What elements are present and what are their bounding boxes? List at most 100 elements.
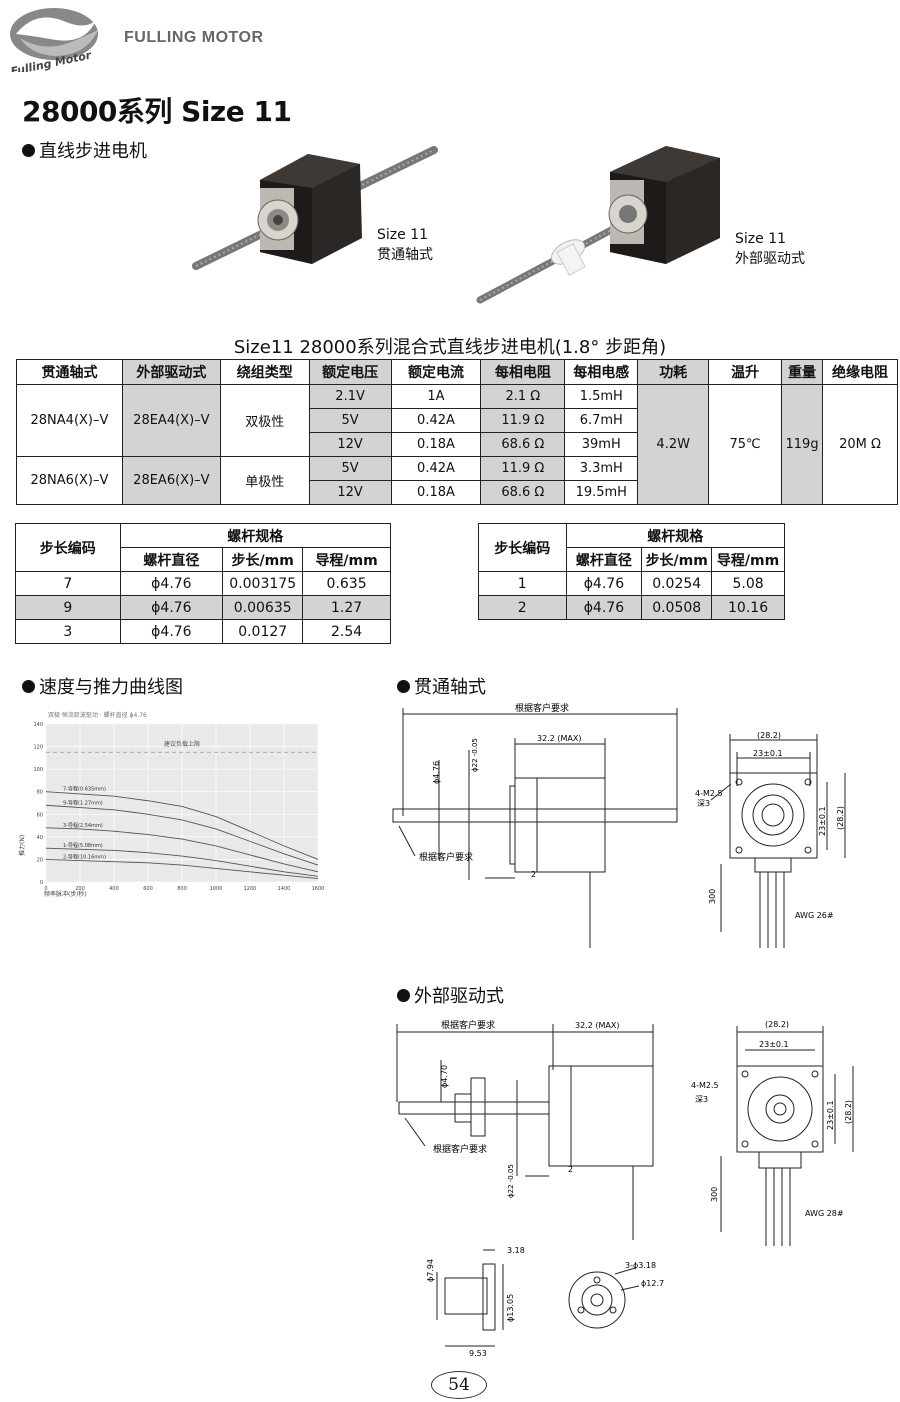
section-label: 贯通轴式 — [414, 677, 486, 698]
dim-nut-body-dia: ϕ13.05 — [506, 1294, 515, 1322]
dim-depth: 深3 — [695, 1095, 708, 1104]
chart-xtick-label: 400 — [109, 886, 119, 892]
motor-caption-external: Size 11 外部驱动式 — [735, 231, 805, 267]
dim-nut-len: 3.18 — [507, 1246, 525, 1255]
col-temp-rise: 温升 — [708, 359, 783, 385]
dim-side: (28.2) — [765, 1020, 789, 1029]
dim-side-v: (28.2) — [836, 806, 845, 830]
section-linear-stepper: 直线步进电机 — [22, 137, 147, 163]
cell-resistance: 11.9 Ω — [480, 408, 566, 433]
section-label: 速度与推力曲线图 — [39, 677, 183, 698]
dim-nut-flange-len: 9.53 — [469, 1349, 487, 1358]
cell-resistance: 2.1 Ω — [480, 384, 566, 409]
lead-code-header: 步长编码 — [15, 523, 121, 572]
chart-ytick-label: 40 — [37, 835, 43, 841]
section-through: 贯通轴式 — [397, 673, 486, 699]
dim-nut-flange-dia: ϕ7.94 — [426, 1259, 435, 1282]
section-curve: 速度与推力曲线图 — [22, 673, 183, 699]
bullet-icon — [22, 144, 35, 157]
dim-holes: 4-M2.5 — [695, 789, 723, 798]
cell-external-model: 28EA4(X)–V — [121, 384, 221, 457]
external-drive-motor-image — [476, 146, 720, 304]
lead-screw-header: 螺杆规格 — [119, 523, 392, 548]
brand-name: FULLING MOTOR — [124, 29, 264, 46]
dim-boss-len: 2 — [531, 870, 536, 879]
table-row: 2 ϕ4.76 0.0508 10.16 — [478, 595, 785, 620]
lead-screw-header: 螺杆规格 — [565, 523, 786, 548]
cell-inductance: 19.5mH — [564, 480, 639, 505]
table-row: 28NA6(X)–V 28EA6(X)–V 单极性 5V 0.42A 11.9 … — [16, 456, 898, 505]
cell-external-model: 28EA6(X)–V — [121, 456, 221, 505]
dim-len-max: 32.2 (MAX) — [575, 1021, 619, 1030]
table-row: 7 ϕ4.76 0.003175 0.635 — [15, 571, 391, 596]
dim-shaft-dia: ϕ4.70 — [440, 1065, 449, 1088]
chart-xtick-label: 1200 — [244, 886, 257, 892]
lead-table-right: 步长编码 螺杆规格 螺杆直径 步长/mm 导程/mm 1 ϕ4.76 0.025… — [478, 523, 786, 620]
chart-ytick-label: 80 — [37, 790, 43, 796]
spec-table-title: Size11 28000系列混合式直线步进电机(1.8° 步距角) — [233, 337, 667, 358]
lead-value: 5.08 — [711, 571, 785, 596]
page-title: 28000系列 Size 11 — [22, 95, 292, 128]
dim-lead-len: 300 — [708, 889, 717, 904]
chart-series-label: 1-导程(5.08mm) — [63, 842, 103, 849]
dim-wire: AWG 28# — [805, 1209, 844, 1218]
lead-step: 0.0127 — [222, 619, 304, 644]
lead-code: 2 — [478, 595, 567, 620]
dim-boss-len: 2 — [568, 1165, 573, 1174]
lead-code: 3 — [15, 619, 121, 644]
dim-nut-pcd: ϕ12.7 — [641, 1279, 664, 1288]
lead-diameter: ϕ4.76 — [119, 595, 224, 620]
dim-hole-spacing-v: 23±0.1 — [826, 1100, 835, 1130]
cell-voltage: 2.1V — [308, 384, 392, 409]
table-row: 9 ϕ4.76 0.00635 1.27 — [15, 595, 391, 620]
dim-wire: AWG 26# — [795, 911, 834, 920]
nut-front-view — [568, 1271, 626, 1329]
cell-current: 1A — [390, 384, 482, 409]
cell-winding: 单极性 — [219, 456, 310, 505]
cell-current: 0.42A — [390, 456, 482, 481]
col-resistance: 每相电阻 — [480, 359, 566, 385]
bullet-icon — [397, 989, 410, 1002]
lead-step: 0.0254 — [641, 571, 713, 596]
cell-voltage: 12V — [308, 432, 392, 457]
lead-code: 7 — [15, 571, 121, 596]
chart-series-line — [45, 791, 319, 860]
cell-inductance: 3.3mH — [564, 456, 639, 481]
chart-ytick-label: 100 — [33, 767, 43, 773]
dim-side: (28.2) — [757, 731, 781, 740]
chart-xtick-label: 800 — [177, 886, 187, 892]
lead-step: 0.003175 — [222, 571, 304, 596]
cell-temp-rise: 75℃ — [708, 384, 783, 505]
dim-hole-spacing: 23±0.1 — [753, 749, 783, 758]
chart-xtick-label: 1400 — [278, 886, 291, 892]
bullet-icon — [397, 680, 410, 693]
motor-body — [548, 1065, 654, 1167]
lead-sub-header: 螺杆直径 — [565, 547, 643, 572]
col-voltage: 额定电压 — [308, 359, 392, 385]
dim-depth: 深3 — [697, 799, 710, 808]
dim-boss-dia: ϕ22 -0.05 — [471, 738, 479, 772]
lead-sub-header: 步长/mm — [641, 547, 713, 572]
lead-diameter: ϕ4.76 — [119, 619, 224, 644]
chart-series-line — [45, 827, 319, 873]
lead-screw — [398, 1101, 550, 1115]
cell-resistance: 68.6 Ω — [480, 480, 566, 505]
chart-xlabel: 频率脉冲(步/秒) — [44, 890, 87, 898]
lead-code: 9 — [15, 595, 121, 620]
through-shaft-motor-image — [192, 146, 438, 270]
cell-inductance: 39mH — [564, 432, 639, 457]
lead-diameter: ϕ4.76 — [119, 571, 224, 596]
table-row: 12V 0.18A 68.6 Ω 19.5mH — [17, 480, 898, 505]
cell-current: 0.42A — [390, 408, 482, 433]
speed-thrust-chart: 双极·恒流斩波驱动 · 螺杆直径 ϕ4.76 02040608010012014… — [18, 711, 324, 898]
lead-table-left: 步长编码 螺杆规格 螺杆直径 步长/mm 导程/mm 7 ϕ4.76 0.003… — [15, 523, 392, 644]
section-label: 直线步进电机 — [39, 141, 147, 162]
lead-code: 1 — [478, 571, 567, 596]
lead-step: 0.0508 — [641, 595, 713, 620]
col-inductance: 每相电感 — [564, 359, 639, 385]
shaft — [392, 808, 678, 823]
lead-sub-header: 导程/mm — [302, 547, 391, 572]
cell-current: 0.18A — [390, 480, 482, 505]
chart-limit-label: 建议负载上限 — [164, 740, 200, 748]
chart-ytick-label: 60 — [37, 812, 43, 818]
